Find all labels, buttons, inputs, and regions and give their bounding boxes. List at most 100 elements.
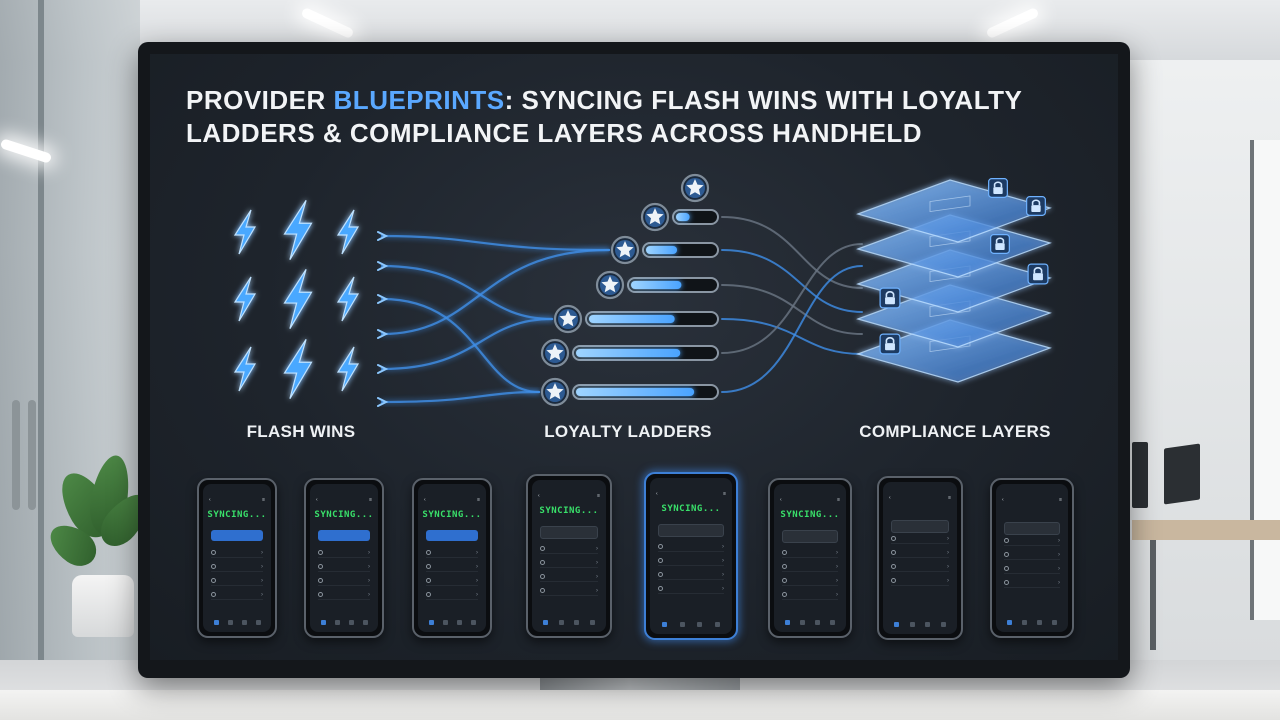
loyalty-progress-fill <box>631 281 682 289</box>
list-item: › <box>891 562 949 572</box>
door-handle <box>28 400 36 510</box>
sync-path <box>721 249 863 313</box>
back-icon: ‹ <box>316 497 318 503</box>
tab-icon <box>574 620 580 625</box>
lightning-bolt-icon <box>283 338 313 400</box>
list-item: › <box>426 576 478 586</box>
phone-action-button <box>211 530 263 541</box>
tab-icon <box>830 620 835 625</box>
tab-icon <box>558 620 564 625</box>
tab-bar <box>780 620 840 628</box>
sync-status: SYNCING... <box>314 510 374 520</box>
phone-header: ‹≡ <box>780 496 840 504</box>
row-icon <box>211 592 216 597</box>
list-item: › <box>426 590 478 600</box>
tab-icon <box>213 620 219 625</box>
list-item: › <box>891 548 949 558</box>
chevron-right-icon: › <box>1058 537 1060 544</box>
list-item: › <box>318 590 370 600</box>
star-badge-icon <box>540 338 570 368</box>
padlock-icon <box>879 287 901 309</box>
list-item: › <box>782 562 838 572</box>
chevron-right-icon: › <box>368 591 370 598</box>
compliance-layers-group <box>856 178 1052 383</box>
background-desk <box>1132 520 1280 540</box>
list-item: › <box>318 562 370 572</box>
list-item: › <box>782 548 838 558</box>
sync-diagram <box>233 173 1052 407</box>
back-icon: ‹ <box>889 495 891 501</box>
menu-icon: ≡ <box>948 495 951 501</box>
sync-path <box>721 284 863 335</box>
phone-screen: ‹≡ SYNCING... ›››› <box>418 484 486 632</box>
status-bar <box>1002 488 1062 494</box>
handheld-phone: ‹≡ SYNCING... ›››› <box>412 478 492 638</box>
tab-icon <box>1037 620 1042 625</box>
lightning-bolt-icon <box>336 209 360 255</box>
chevron-right-icon: › <box>261 563 263 570</box>
monitor-screen: Provider Blueprints: Syncing Flash Wins … <box>150 54 1118 660</box>
phone-header: ‹≡ <box>1002 496 1062 504</box>
sync-path <box>721 265 863 393</box>
arrow-head-icon <box>377 294 389 304</box>
padlock-icon <box>1026 196 1046 216</box>
tab-icon <box>241 620 247 625</box>
row-icon <box>891 550 896 555</box>
background-monitor <box>1164 443 1200 505</box>
phone-header: ‹≡ <box>209 496 265 504</box>
chevron-right-icon: › <box>947 577 949 584</box>
tab-bar <box>656 622 726 630</box>
chevron-right-icon: › <box>368 563 370 570</box>
tab-icon <box>362 620 368 625</box>
tab-bar <box>1002 620 1062 628</box>
list-item: › <box>426 548 478 558</box>
lightning-bolt-icon <box>283 199 313 261</box>
sync-path <box>721 216 863 289</box>
phone-action-button <box>658 524 724 537</box>
menu-icon: ≡ <box>837 497 840 503</box>
row-icon <box>318 578 323 583</box>
arrow-head-icon <box>377 231 389 241</box>
tab-icon <box>662 622 668 627</box>
back-icon: ‹ <box>1002 497 1004 503</box>
row-icon <box>426 550 431 555</box>
status-bar <box>316 488 372 494</box>
list-item: › <box>318 576 370 586</box>
phone-screen: ‹≡ SYNCING... ›››› <box>774 484 846 632</box>
tab-icon <box>1007 620 1012 625</box>
tab-icon <box>1052 620 1057 625</box>
menu-icon: ≡ <box>723 491 726 497</box>
tab-icon <box>456 620 462 625</box>
desk-surface <box>0 690 1280 720</box>
list-item: › <box>782 576 838 586</box>
chevron-right-icon: › <box>836 563 838 570</box>
menu-icon: ≡ <box>597 493 600 499</box>
loyalty-progress-fill <box>589 315 675 323</box>
list-item: › <box>891 534 949 544</box>
chevron-right-icon: › <box>947 563 949 570</box>
list-item: › <box>1004 578 1060 588</box>
row-icon <box>426 578 431 583</box>
row-icon <box>540 560 545 565</box>
row-icon <box>318 564 323 569</box>
menu-icon: ≡ <box>477 497 480 503</box>
status-bar <box>424 488 480 494</box>
row-icon <box>1004 552 1009 557</box>
phone-action-button <box>891 520 949 533</box>
section-label-flash-wins: FLASH WINS <box>246 422 356 441</box>
tab-icon <box>255 620 261 625</box>
loyalty-progress-fill <box>676 213 690 221</box>
padlock-icon <box>988 178 1008 198</box>
compliance-layer <box>856 179 1052 243</box>
chevron-right-icon: › <box>722 557 724 564</box>
list-item: › <box>658 570 724 580</box>
row-icon <box>891 536 896 541</box>
tab-icon <box>589 620 595 625</box>
chevron-right-icon: › <box>722 543 724 550</box>
tab-bar <box>538 620 600 628</box>
chevron-right-icon: › <box>261 577 263 584</box>
lightning-bolt-icon <box>336 346 360 392</box>
back-icon: ‹ <box>538 493 540 499</box>
row-icon <box>782 578 787 583</box>
section-label-loyalty-ladders: LOYALTY LADDERS <box>544 422 712 441</box>
